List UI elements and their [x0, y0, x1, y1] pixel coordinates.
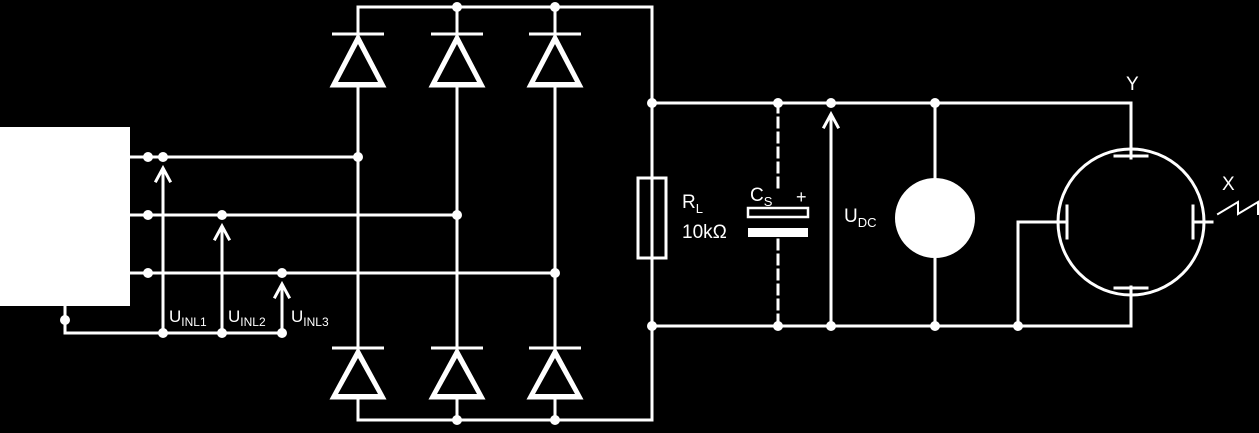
junction-dot: [647, 321, 657, 331]
junction-dot: [143, 152, 153, 162]
label-uinl3: UINL3: [291, 307, 329, 329]
x-plate-left-lead: [1016, 220, 1069, 328]
uinl2-arrow-head: [212, 222, 232, 242]
udc-arrow-head: [821, 110, 841, 130]
capacitor-plate-positive: [746, 206, 810, 219]
label-rl-value: 10kΩ: [682, 222, 727, 243]
junction-dot: [1013, 321, 1023, 331]
junction-dot: [647, 98, 657, 108]
load-resistor: [636, 176, 668, 260]
junction-dot: [353, 152, 363, 162]
dc-meter: [895, 178, 975, 258]
diode-top-2-interior: [437, 44, 477, 82]
junction-dot: [158, 328, 168, 338]
label-y-axis: Y: [1126, 74, 1139, 95]
junction-dot: [158, 152, 168, 162]
junction-dot: [217, 328, 227, 338]
sawtooth-symbol: [1216, 200, 1259, 216]
junction-dot: [143, 210, 153, 220]
uinl1-arrow-head: [153, 164, 173, 184]
dc-negative-bus: [650, 285, 1133, 328]
label-cs-polarity: +: [796, 187, 807, 207]
junction-dot: [773, 321, 783, 331]
junction-dot: [452, 415, 462, 425]
junction-dot: [550, 415, 560, 425]
label-uinl1: UINL1: [169, 307, 207, 329]
diode-top-3-interior: [535, 44, 575, 82]
junction-dot: [217, 210, 227, 220]
label-rl: RL: [682, 192, 703, 216]
junction-dot: [143, 268, 153, 278]
junction-dot: [277, 328, 287, 338]
label-cs: CS: [750, 185, 773, 209]
capacitor-plate-negative: [748, 228, 808, 237]
junction-dot: [930, 321, 940, 331]
diode-top-1-interior: [338, 44, 378, 82]
diode-bottom-2-interior: [437, 358, 477, 394]
junction-dot: [60, 315, 70, 325]
junction-dot: [452, 210, 462, 220]
junction-dot: [773, 98, 783, 108]
dc-positive-bus: [650, 101, 1133, 160]
uinl3-arrow-head: [272, 280, 292, 300]
junction-dot: [550, 2, 560, 12]
diode-bottom-1-interior: [338, 358, 378, 394]
three-phase-source-block: [0, 127, 130, 306]
junction-dot: [826, 98, 836, 108]
junction-dot: [550, 268, 560, 278]
junction-dot: [930, 98, 940, 108]
label-udc: UDC: [844, 206, 877, 230]
label-x-axis: X: [1222, 174, 1235, 195]
junction-dot: [452, 2, 462, 12]
junction-dot: [277, 268, 287, 278]
label-uinl2: UINL2: [228, 307, 266, 329]
junction-dot: [826, 321, 836, 331]
diode-bottom-3-interior: [535, 358, 575, 394]
